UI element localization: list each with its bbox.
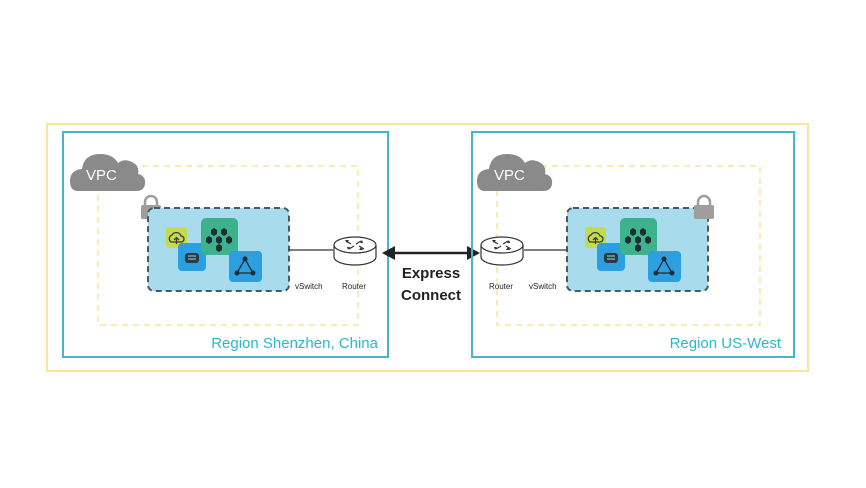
network-icon: [229, 251, 262, 282]
express-connect-line2: Connect: [401, 287, 461, 304]
ecs-icon: [620, 218, 657, 255]
vswitch-right-label: vSwitch: [529, 282, 557, 291]
cloud-upload-icon: [585, 227, 606, 248]
region-left-border: [62, 131, 389, 358]
region-right: VPC: [471, 131, 795, 358]
region-left-name: Region Shenzhen, China: [211, 335, 378, 352]
server-icon: [178, 243, 206, 271]
router-icon: [480, 236, 524, 266]
network-icon: [648, 251, 681, 282]
region-left: VPC: [62, 131, 389, 358]
router-icon: [333, 236, 377, 266]
ecs-icon: [201, 218, 238, 255]
vpc-left-label: VPC: [86, 167, 117, 184]
router-left-label: Router: [342, 282, 366, 291]
cloud-icon: [70, 154, 146, 191]
vswitch-left-label: vSwitch: [295, 282, 323, 291]
cloud-upload-icon: [166, 227, 187, 248]
lock-icon: [694, 194, 714, 219]
vpc-right-label: VPC: [494, 167, 525, 184]
region-right-border: [471, 131, 795, 358]
server-icon: [597, 243, 625, 271]
region-right-name: Region US-West: [670, 335, 782, 352]
express-connect: Express Connect: [382, 246, 480, 304]
outer-container: [46, 123, 809, 372]
express-connect-line1: Express: [402, 265, 460, 282]
cloud-icon: [477, 154, 553, 191]
router-right-label: Router: [489, 282, 513, 291]
